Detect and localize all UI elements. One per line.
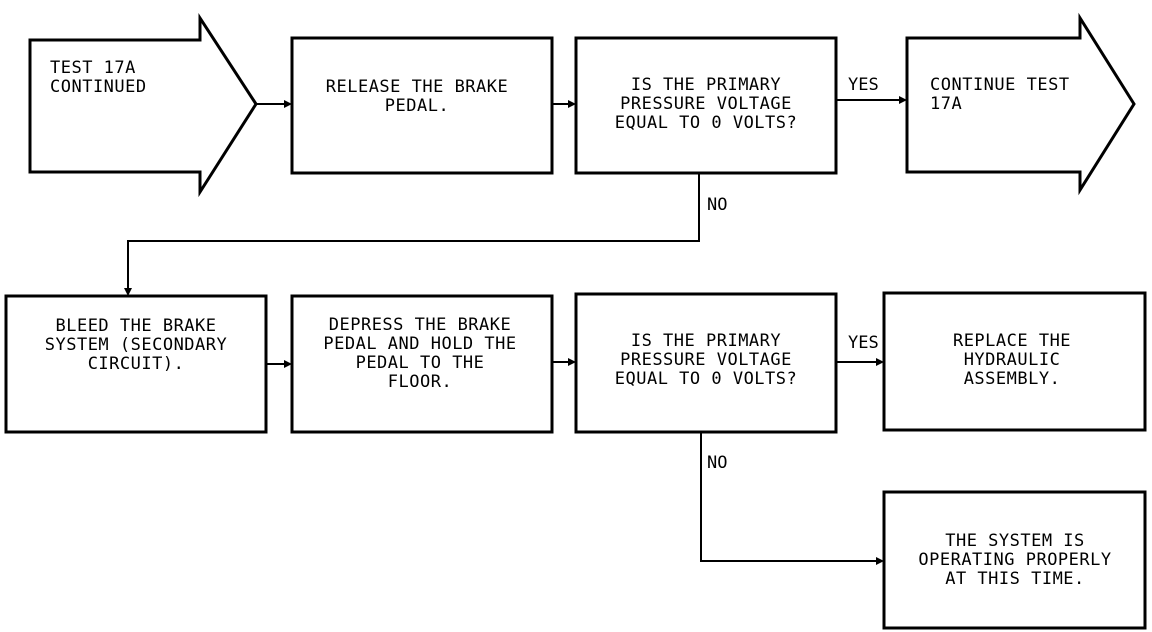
start-line-1: CONTINUED: [50, 77, 147, 97]
decision1-line-2: EQUAL TO 0 VOLTS?: [615, 113, 798, 133]
bleed-line-1: SYSTEM (SECONDARY: [45, 335, 228, 355]
arrowhead: [568, 358, 576, 366]
depress-line-1: PEDAL AND HOLD THE: [323, 334, 516, 354]
edge-label-yes: YES: [848, 333, 879, 353]
arrowhead: [876, 557, 884, 565]
bleed-line-0: BLEED THE BRAKE: [55, 316, 216, 336]
replace-line-0: REPLACE THE: [953, 331, 1071, 351]
depress-line-2: PEDAL TO THE: [356, 353, 485, 373]
release-line-1: PEDAL.: [385, 96, 449, 116]
replace-line-1: HYDRAULIC: [964, 350, 1061, 370]
edge-decision2-ok: [700, 432, 877, 562]
arrowhead: [284, 360, 292, 368]
arrowhead: [876, 358, 884, 366]
bleed-line-2: CIRCUIT).: [88, 354, 185, 374]
depress-line-3: FLOOR.: [388, 372, 452, 392]
edge-decision1-bleed: [127, 173, 700, 289]
ok-line-2: AT THIS TIME.: [945, 569, 1085, 589]
decision2-line-0: IS THE PRIMARY: [631, 331, 781, 351]
arrowhead: [899, 96, 907, 104]
decision2-line-1: PRESSURE VOLTAGE: [620, 350, 792, 370]
edge-label-no: NO: [707, 453, 727, 473]
replace-line-2: ASSEMBLY.: [964, 369, 1061, 389]
connectors: [124, 96, 907, 565]
continue-line-0: CONTINUE TEST: [930, 75, 1070, 95]
decision1-line-0: IS THE PRIMARY: [631, 75, 781, 95]
edge-label-yes: YES: [848, 75, 879, 95]
decision2-line-2: EQUAL TO 0 VOLTS?: [615, 369, 798, 389]
arrowhead: [568, 100, 576, 108]
release-line-0: RELEASE THE BRAKE: [326, 77, 509, 97]
depress-line-0: DEPRESS THE BRAKE: [329, 315, 512, 335]
start-line-0: TEST 17A: [50, 58, 136, 78]
edge-label-no: NO: [707, 195, 727, 215]
decision1-line-1: PRESSURE VOLTAGE: [620, 94, 792, 114]
continue-line-1: 17A: [930, 94, 962, 114]
ok-line-1: OPERATING PROPERLY: [918, 550, 1111, 570]
arrowhead: [284, 100, 292, 108]
arrowhead: [124, 288, 132, 296]
ok-line-0: THE SYSTEM IS: [945, 531, 1085, 551]
